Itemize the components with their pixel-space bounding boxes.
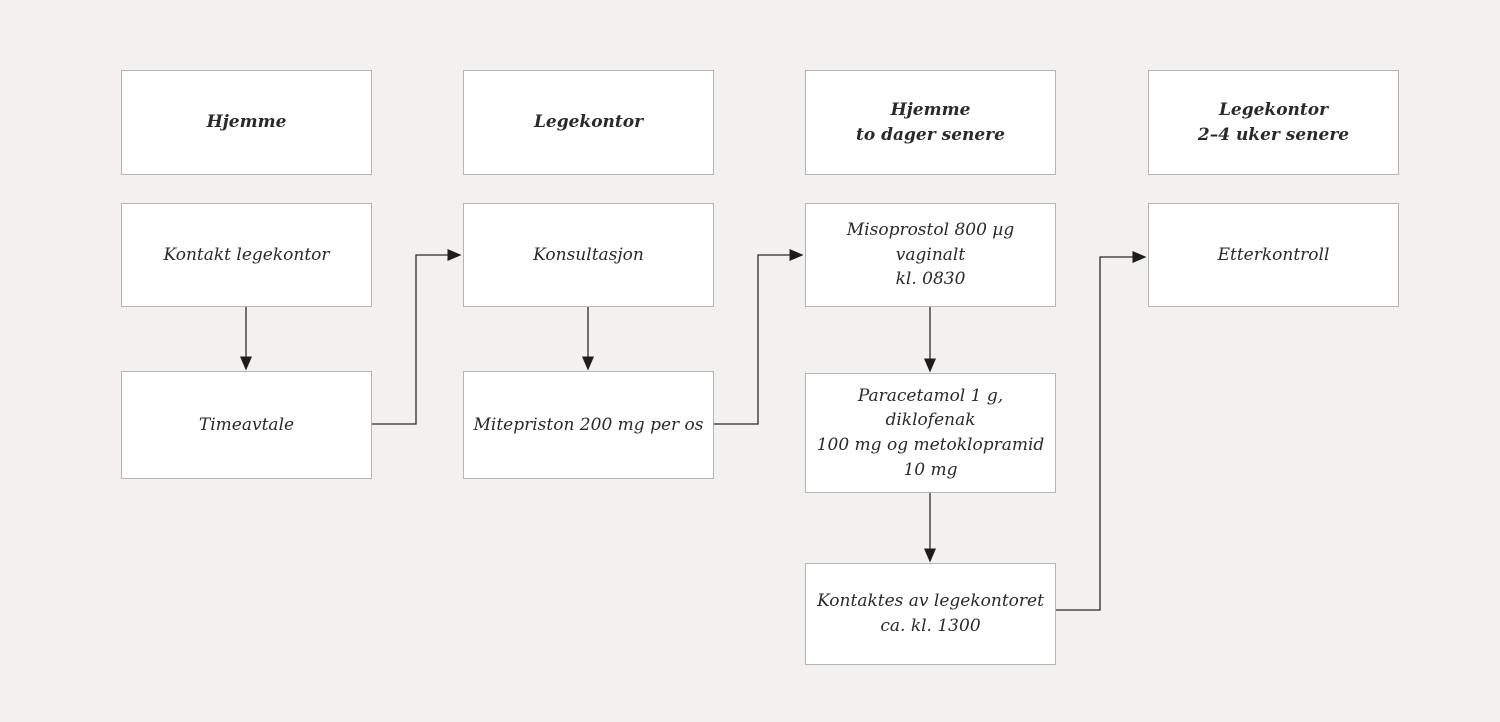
node-timeavtale: Timeavtale bbox=[121, 371, 372, 479]
node-mitepriston: Mitepriston 200 mg per os bbox=[463, 371, 714, 479]
node-header-legekontor: Legekontor bbox=[463, 70, 714, 175]
node-misoprostol: Misoprostol 800 µg vaginalt kl. 0830 bbox=[805, 203, 1056, 307]
node-kontaktes: Kontaktes av legekontoret ca. kl. 1300 bbox=[805, 563, 1056, 665]
node-kontakt-legekontor: Kontakt legekontor bbox=[121, 203, 372, 307]
node-konsultasjon: Konsultasjon bbox=[463, 203, 714, 307]
edge-kontaktes-to-etterkontroll bbox=[1056, 251, 1147, 611]
node-header-hjemme: Hjemme bbox=[121, 70, 372, 175]
node-header-hjemme-to-dager: Hjemme to dager senere bbox=[805, 70, 1056, 175]
node-paracetamol: Paracetamol 1 g, diklofenak 100 mg og me… bbox=[805, 373, 1056, 493]
node-etterkontroll: Etterkontroll bbox=[1148, 203, 1399, 307]
edge-mitepriston-to-misoprostol bbox=[714, 249, 804, 425]
edge-timeavtale-to-konsultasjon bbox=[372, 249, 462, 425]
node-header-legekontor-uker: Legekontor 2–4 uker senere bbox=[1148, 70, 1399, 175]
